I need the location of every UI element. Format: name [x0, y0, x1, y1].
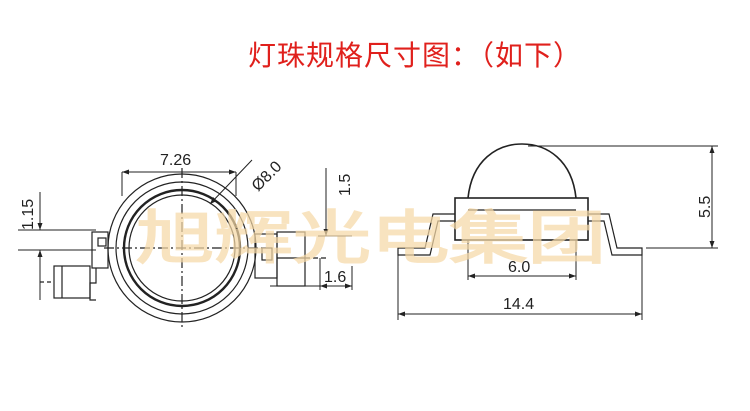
- page-title: 灯珠规格尺寸图：（如下）: [0, 34, 750, 74]
- watermark: 旭辉光电集团: [136, 204, 606, 272]
- dim-top-width: 7.26: [160, 152, 191, 169]
- side-view: [397, 143, 718, 320]
- title-text: 灯珠规格尺寸图：（如下）: [247, 39, 582, 72]
- dim-total-length: 14.4: [503, 296, 534, 313]
- dim-lens-diameter: Ø8.0: [249, 158, 286, 195]
- top-view: [18, 159, 353, 330]
- dim-body-width: 6.0: [508, 259, 530, 276]
- dim-total-height: 5.5: [697, 196, 714, 218]
- dim-lead-width: 1.6: [324, 269, 346, 286]
- dim-left-height: 1.15: [20, 199, 37, 230]
- dim-right-height: 1.5: [337, 174, 354, 196]
